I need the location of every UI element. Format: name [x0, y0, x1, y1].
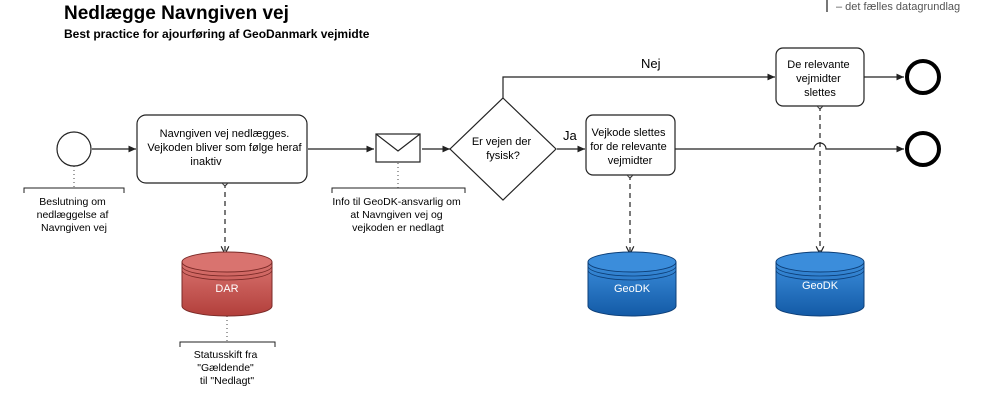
- start-annotation: Beslutning om nedlæggelse af Navngiven v…: [37, 196, 112, 234]
- task-nedlaeg-vej-text: Navngiven vej nedlægges. Vejkoden bliver…: [147, 128, 304, 168]
- message-annotation-bracket: [331, 187, 466, 193]
- page-title: Nedlægge Navngiven vej: [64, 3, 289, 24]
- datastore-geodk-1: [587, 251, 677, 317]
- label-nej: Nej: [641, 56, 661, 71]
- start-event: [56, 131, 92, 167]
- page-subtitle: Best practice for ajourføring af GeoDanm…: [64, 27, 370, 41]
- label-ja: Ja: [563, 128, 578, 143]
- data-associations: [225, 106, 820, 254]
- annotation-connectors: [73, 163, 399, 342]
- end-event-bottom: [905, 131, 941, 167]
- task-vejkode-slettes-text: Vejkode slettes for de relevante vejmidt…: [590, 127, 670, 167]
- dar-annotation: Statusskift fra "Gældende" til "Nedlagt": [194, 349, 261, 387]
- message-envelope-icon: [375, 133, 421, 163]
- datastore-dar: [181, 251, 273, 317]
- gateway-er-vejen-der-fysisk: [449, 97, 557, 201]
- task-nedlaeg-vej: [136, 114, 308, 184]
- message-annotation: Info til GeoDK-ansvarlig om at Navngiven…: [332, 196, 463, 234]
- task-vejkode-slettes: [585, 114, 676, 176]
- task-vejmidter-slettes: [775, 47, 865, 107]
- dar-annotation-bracket: [179, 341, 276, 347]
- end-event-top: [905, 59, 941, 95]
- brand-bar: [826, 0, 828, 12]
- datastore-geodk-2: [775, 251, 865, 317]
- flow-vejkode-to-end: [675, 142, 904, 153]
- gateway-text: Er vejen der fysisk?: [472, 136, 534, 162]
- flow-gateway-nej: [502, 73, 775, 98]
- brand-tagline: – det fælles datagrundlag: [826, 0, 960, 13]
- task-vejmidter-slettes-text: De relevante vejmidter slettes: [787, 59, 852, 99]
- datastore-geodk-1-label: GeoDK: [614, 283, 651, 295]
- brand-tagline-text: – det fælles datagrundlag: [836, 1, 961, 13]
- start-annotation-bracket: [23, 187, 125, 193]
- datastore-geodk-2-label: GeoDK: [802, 280, 839, 292]
- datastore-dar-label: DAR: [215, 283, 238, 295]
